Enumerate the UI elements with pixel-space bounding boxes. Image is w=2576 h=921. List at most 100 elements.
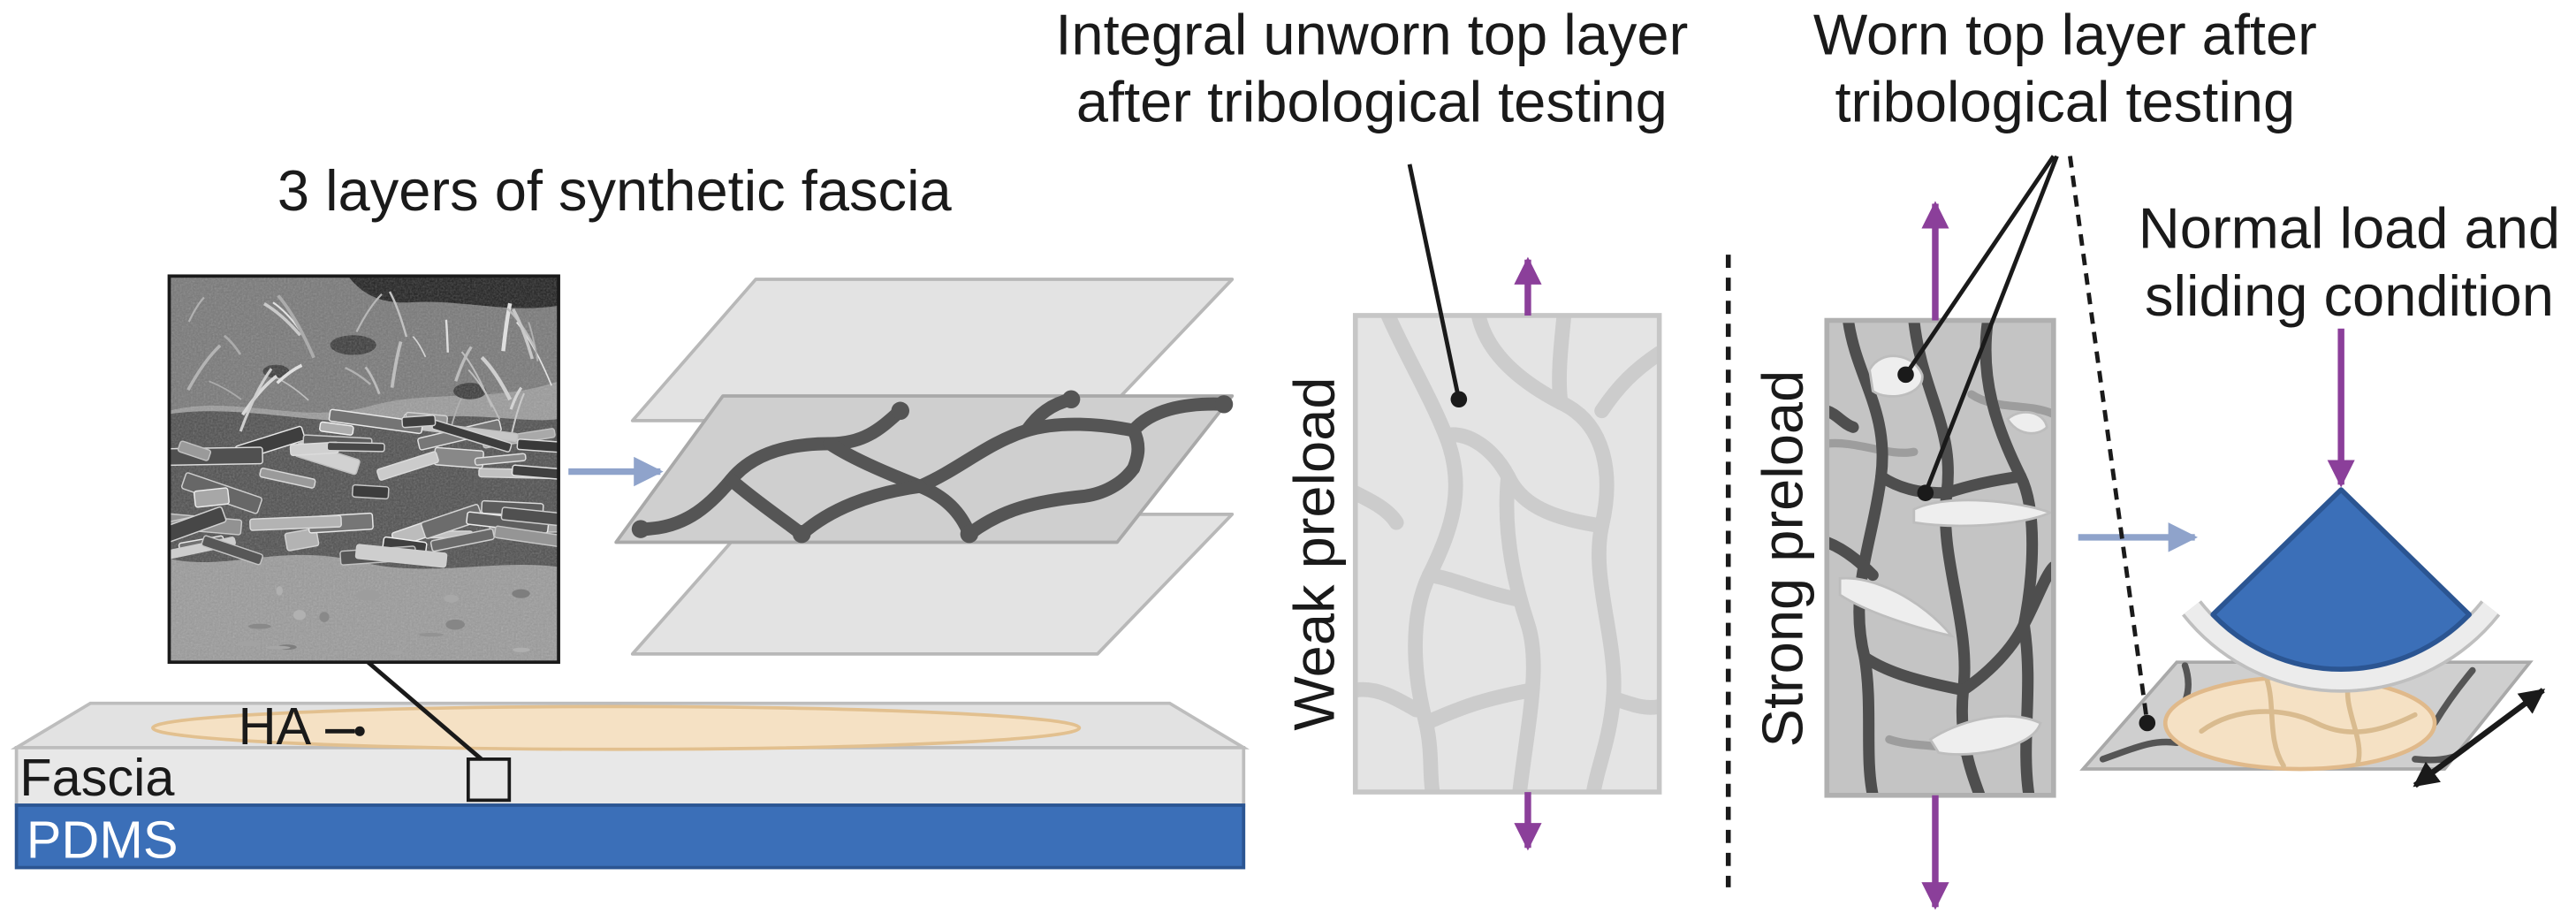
sem-to-sample-leader [366, 660, 483, 761]
ha-leader-dot [354, 726, 365, 736]
sem-fiber [355, 293, 383, 333]
sem-fiber [209, 380, 242, 400]
sem-flake [326, 441, 385, 453]
strong-preload-panel: Strong preload [1750, 201, 2056, 910]
sem-speck [389, 650, 404, 655]
sem-speck [445, 619, 465, 630]
sem-frame [167, 274, 560, 665]
sem-flake [177, 440, 212, 461]
load-label-line2: sliding condition [2145, 263, 2554, 328]
sem-flake [376, 451, 439, 481]
network-fiber [1127, 397, 1231, 438]
sem-flake [429, 528, 495, 552]
worn-label-line1: Worn top layer after [1813, 2, 2317, 66]
sem-fiber [223, 334, 242, 355]
fascia-label: Fascia [19, 748, 175, 807]
network-node [1214, 395, 1234, 414]
network-fiber [1422, 567, 1527, 607]
sliding-direction-arrow [2413, 688, 2546, 788]
sem-flake [193, 487, 230, 508]
sem-fiber [186, 344, 222, 391]
worn-leader-dashed [2068, 156, 2150, 724]
worn-patch [1838, 576, 1956, 638]
sem-fiber [239, 368, 273, 432]
sem-flake [169, 446, 263, 467]
network-node [1061, 390, 1081, 408]
network-fiber [1827, 438, 1919, 457]
sem-flake [319, 421, 354, 436]
sem-speck [319, 612, 330, 622]
sem-flake [516, 438, 559, 454]
network-node [960, 524, 979, 544]
ha-region [151, 704, 1082, 751]
sem-fiber [241, 375, 278, 416]
sem-flake [474, 453, 527, 466]
sem-speck [265, 645, 291, 650]
network-fiber [2264, 677, 2286, 769]
worn-leader-line-2 [1923, 155, 2059, 494]
unworn-label-line2: after tribological testing [1076, 70, 1668, 134]
unworn-label-line1: Integral unworn top layer [1055, 2, 1688, 66]
weak-preload-panel: Weak preload [1282, 256, 1662, 851]
network-fiber [962, 461, 1141, 541]
sem-micrograph [169, 276, 559, 663]
sem-speck [355, 590, 381, 601]
sem-fiber [467, 369, 501, 421]
counterface-indenter [2210, 487, 2472, 672]
sample-location-marker [466, 757, 512, 803]
layer-stack [614, 278, 1235, 656]
sem-flake [259, 467, 316, 489]
worn-patch [1912, 499, 2054, 528]
network-fiber [2017, 618, 2035, 795]
weak-preload-frame [1352, 313, 1662, 795]
sem-fiber [345, 366, 372, 385]
sem-flake [493, 525, 559, 552]
sem-fiber [364, 366, 381, 395]
sem-flake [249, 514, 342, 531]
ha-label: HA [239, 696, 312, 756]
weak-preload-label: Weak preload [1282, 377, 1347, 730]
worn-leader-dot-3 [2139, 714, 2156, 732]
sem-speck [276, 586, 283, 596]
worn-leader-line-1 [1904, 155, 2055, 377]
fascia-front-face [14, 746, 1246, 807]
weak-preload-network [1355, 315, 1660, 793]
sem-flake [169, 506, 227, 543]
sem-fiber [512, 308, 535, 360]
network-fiber [2199, 709, 2418, 735]
network-fiber [1606, 690, 1660, 715]
tribometer-setup [2079, 328, 2546, 788]
worn-patch [1928, 715, 2042, 756]
sem-texture [169, 291, 559, 655]
layers-label: 3 layers of synthetic fascia [277, 158, 953, 223]
sem-fiber [263, 302, 301, 337]
sem-speck [248, 623, 271, 629]
sem-flake [351, 483, 390, 500]
network-fiber [1941, 470, 2027, 499]
sem-fiber [528, 322, 539, 362]
sem-fiber [509, 386, 523, 410]
sem-fiber [445, 319, 449, 353]
sem-fiber [277, 294, 315, 359]
sem-fiber [390, 340, 403, 388]
sem-speck [237, 641, 262, 647]
worn-patch [2005, 411, 2048, 435]
network-fiber [2099, 738, 2180, 763]
worn-leader-dot-1 [1897, 366, 1914, 384]
pdms-label: PDMS [27, 810, 179, 869]
sem-flake [500, 506, 559, 531]
network-fiber [1418, 682, 1539, 731]
network-node [891, 401, 909, 420]
sem-flake [201, 535, 263, 566]
network-fiber [1552, 315, 1572, 410]
sem-fiber [480, 355, 513, 401]
network-fiber [794, 479, 927, 541]
sem-fiber [388, 291, 408, 338]
load-label-line1: Normal load and [2139, 196, 2560, 261]
worn-layer-band [2184, 602, 2498, 689]
network-fiber [1967, 390, 2054, 419]
sample-slab: HA Fascia PDMS [10, 696, 1250, 870]
middle-layer-network [631, 390, 1234, 544]
network-node [792, 524, 811, 544]
sem-fiber [187, 296, 205, 323]
